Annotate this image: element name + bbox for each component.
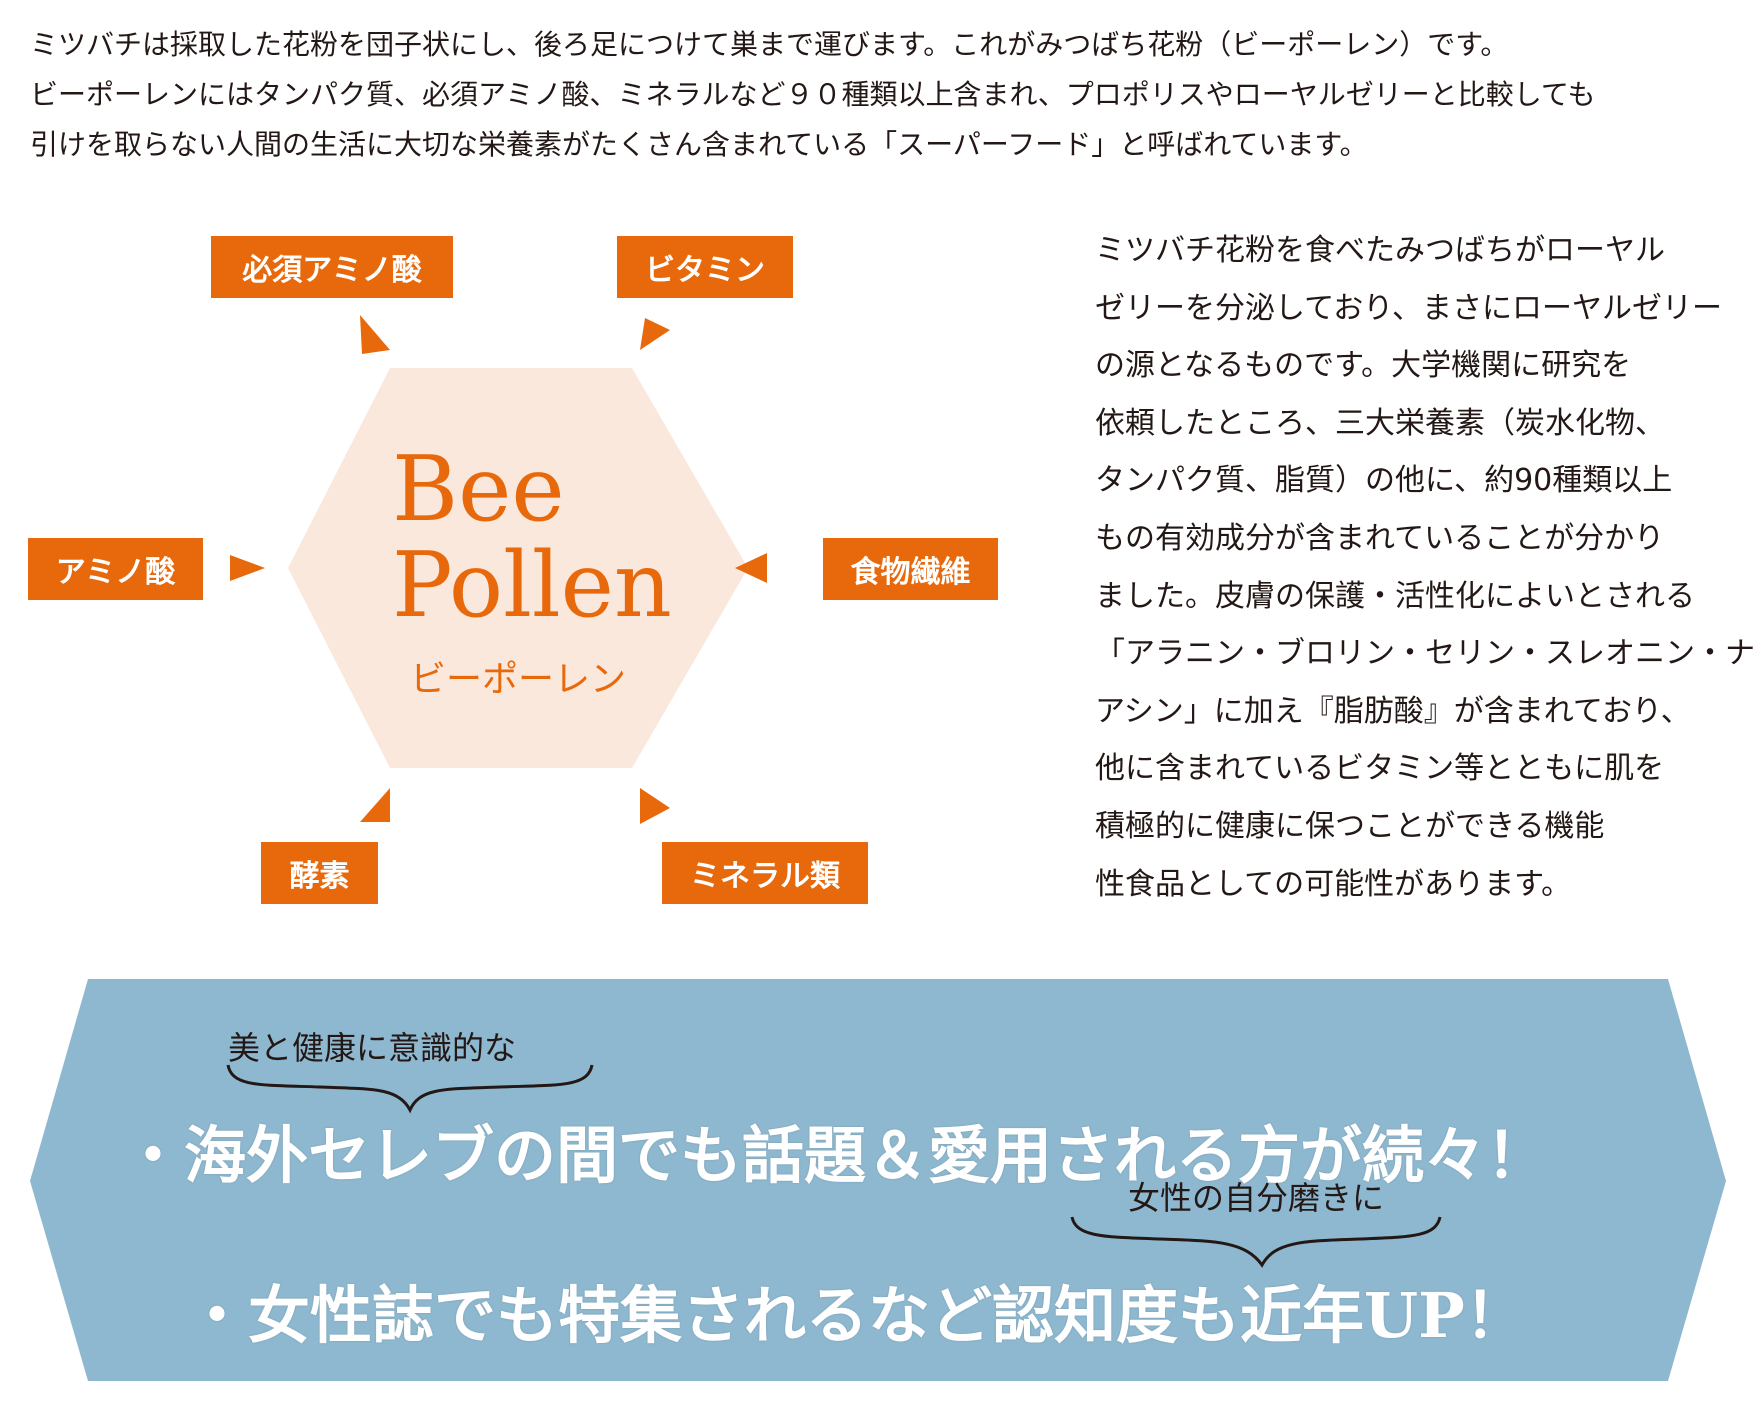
- brace-2: [1070, 1216, 1442, 1268]
- bee-pollen-japanese: ビーポーレン: [410, 659, 627, 700]
- bee-pollen-diagram: 必須アミノ酸 ビタミン アミノ酸 食物繊維 酵素 ミネラル類 Bee Polle…: [0, 0, 1010, 930]
- side-line: ました。皮膚の保護・活性化によいとされる: [1095, 578, 1695, 614]
- label-dietary-fiber: 食物繊維: [823, 538, 998, 600]
- arrow-right: [735, 553, 767, 583]
- arrow-top-left: [360, 315, 390, 354]
- side-line: 「アラニン・ブロリン・セリン・スレオニン・ナイ: [1095, 636, 1756, 672]
- label-essential-amino-acids: 必須アミノ酸: [211, 236, 453, 298]
- side-line: 積極的に健康に保つことができる機能: [1095, 808, 1605, 844]
- side-line: アシン」に加え『脂肪酸』が含まれており、: [1095, 693, 1691, 729]
- note-beauty-health: 美と健康に意識的な: [228, 1029, 517, 1067]
- banner-line-2: ・女性誌でも特集されるなど認知度も近年UP！: [186, 1279, 1527, 1352]
- banner-hexagon: [30, 979, 1726, 1381]
- pollen-word: Pollen: [392, 533, 672, 638]
- side-line: ミツバチ花粉を食べたみつばちがローヤル: [1095, 233, 1665, 268]
- note-self-care: 女性の自分磨きに: [1128, 1179, 1385, 1217]
- intro-line-1: ミツバチは採取した花粉を団子状にし、後ろ足につけて巣まで運びます。これがみつばち…: [30, 28, 1509, 61]
- highlight-banner: 美と健康に意識的な ・海外セレブの間でも話題＆愛用される方が続々！ 女性の自分磨…: [0, 975, 1756, 1385]
- diagram-graphics: [230, 315, 767, 824]
- intro-line-2: ビーポーレンにはタンパク質、必須アミノ酸、ミネラルなど９０種類以上含まれ、プロポ…: [30, 78, 1596, 111]
- label-enzymes: 酵素: [261, 842, 378, 904]
- side-line: 依頼したところ、三大栄養素（炭水化物、: [1095, 405, 1665, 441]
- arrow-bottom-right: [640, 788, 670, 824]
- label-vitamins: ビタミン: [617, 236, 793, 298]
- side-line: 性食品としての可能性があります。: [1095, 866, 1572, 902]
- label-amino-acids: アミノ酸: [28, 538, 203, 600]
- label-minerals: ミネラル類: [662, 842, 868, 904]
- side-paragraph: ミツバチ花粉を食べたみつばちがローヤル ゼリーを分泌しており、まさにローヤルゼリ…: [1095, 222, 1756, 913]
- brace-1: [226, 1064, 594, 1114]
- arrow-bottom-left: [360, 788, 390, 822]
- side-line: タンパク質、脂質）の他に、約90種類以上: [1095, 463, 1673, 499]
- arrow-top-right: [640, 318, 670, 350]
- banner-line-1: ・海外セレブの間でも話題＆愛用される方が続々！: [122, 1119, 1549, 1192]
- bee-word: Bee: [392, 437, 565, 542]
- side-line: もの有効成分が含まれていることが分かり: [1095, 520, 1665, 556]
- side-line: の源となるものです。大学機関に研究を: [1095, 348, 1632, 384]
- intro-paragraph: ミツバチは採取した花粉を団子状にし、後ろ足につけて巣まで運びます。これがみつばち…: [30, 20, 1730, 170]
- bee-pollen-title: Bee Pollen: [392, 442, 672, 634]
- center-hexagon: [288, 368, 748, 768]
- side-line: ゼリーを分泌しており、まさにローヤルゼリー: [1095, 290, 1722, 326]
- intro-line-3: 引けを取らない人間の生活に大切な栄養素がたくさん含まれている「スーパーフード」と…: [30, 128, 1368, 161]
- banner-shape: [30, 979, 1726, 1381]
- arrow-left: [230, 555, 265, 581]
- side-line: 他に含まれているビタミン等とともに肌を: [1095, 751, 1665, 787]
